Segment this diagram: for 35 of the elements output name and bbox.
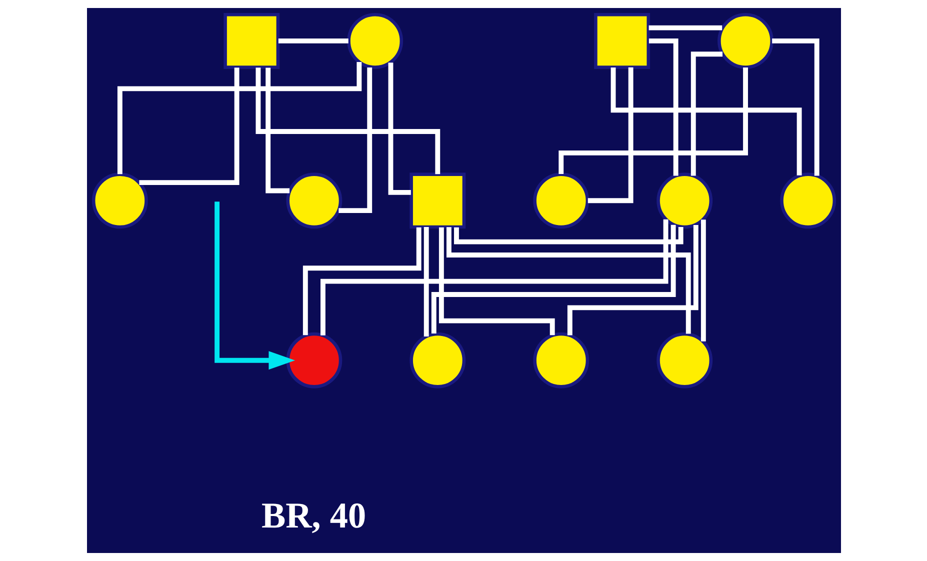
connector	[438, 227, 554, 336]
connector	[138, 68, 239, 186]
connector	[610, 68, 802, 176]
node-circle	[717, 12, 773, 69]
node-circle	[780, 172, 836, 229]
connector	[690, 52, 722, 176]
connector	[388, 62, 410, 195]
connector	[278, 38, 348, 44]
node-circle	[346, 12, 403, 69]
node-circle	[532, 332, 589, 388]
connector	[648, 38, 678, 176]
label: BR, 40	[261, 496, 366, 536]
node-circle	[656, 172, 712, 229]
node-circle	[286, 172, 342, 229]
node-circle	[409, 332, 466, 388]
connector	[302, 227, 421, 336]
connector	[772, 38, 819, 176]
node-circle	[656, 332, 712, 388]
connector	[338, 67, 372, 213]
connector	[255, 68, 440, 174]
node-circle	[532, 172, 589, 229]
node-box	[223, 12, 280, 69]
arrow	[214, 202, 295, 370]
node-box	[409, 172, 466, 229]
connector	[648, 25, 722, 30]
connector	[587, 67, 633, 204]
node-circle	[91, 172, 148, 229]
node-box	[594, 12, 650, 69]
connector	[320, 219, 668, 336]
node-circle	[286, 332, 342, 388]
connector	[116, 62, 362, 174]
connector	[454, 226, 683, 244]
connector	[700, 220, 706, 342]
connector	[423, 227, 428, 337]
connector	[566, 224, 698, 336]
